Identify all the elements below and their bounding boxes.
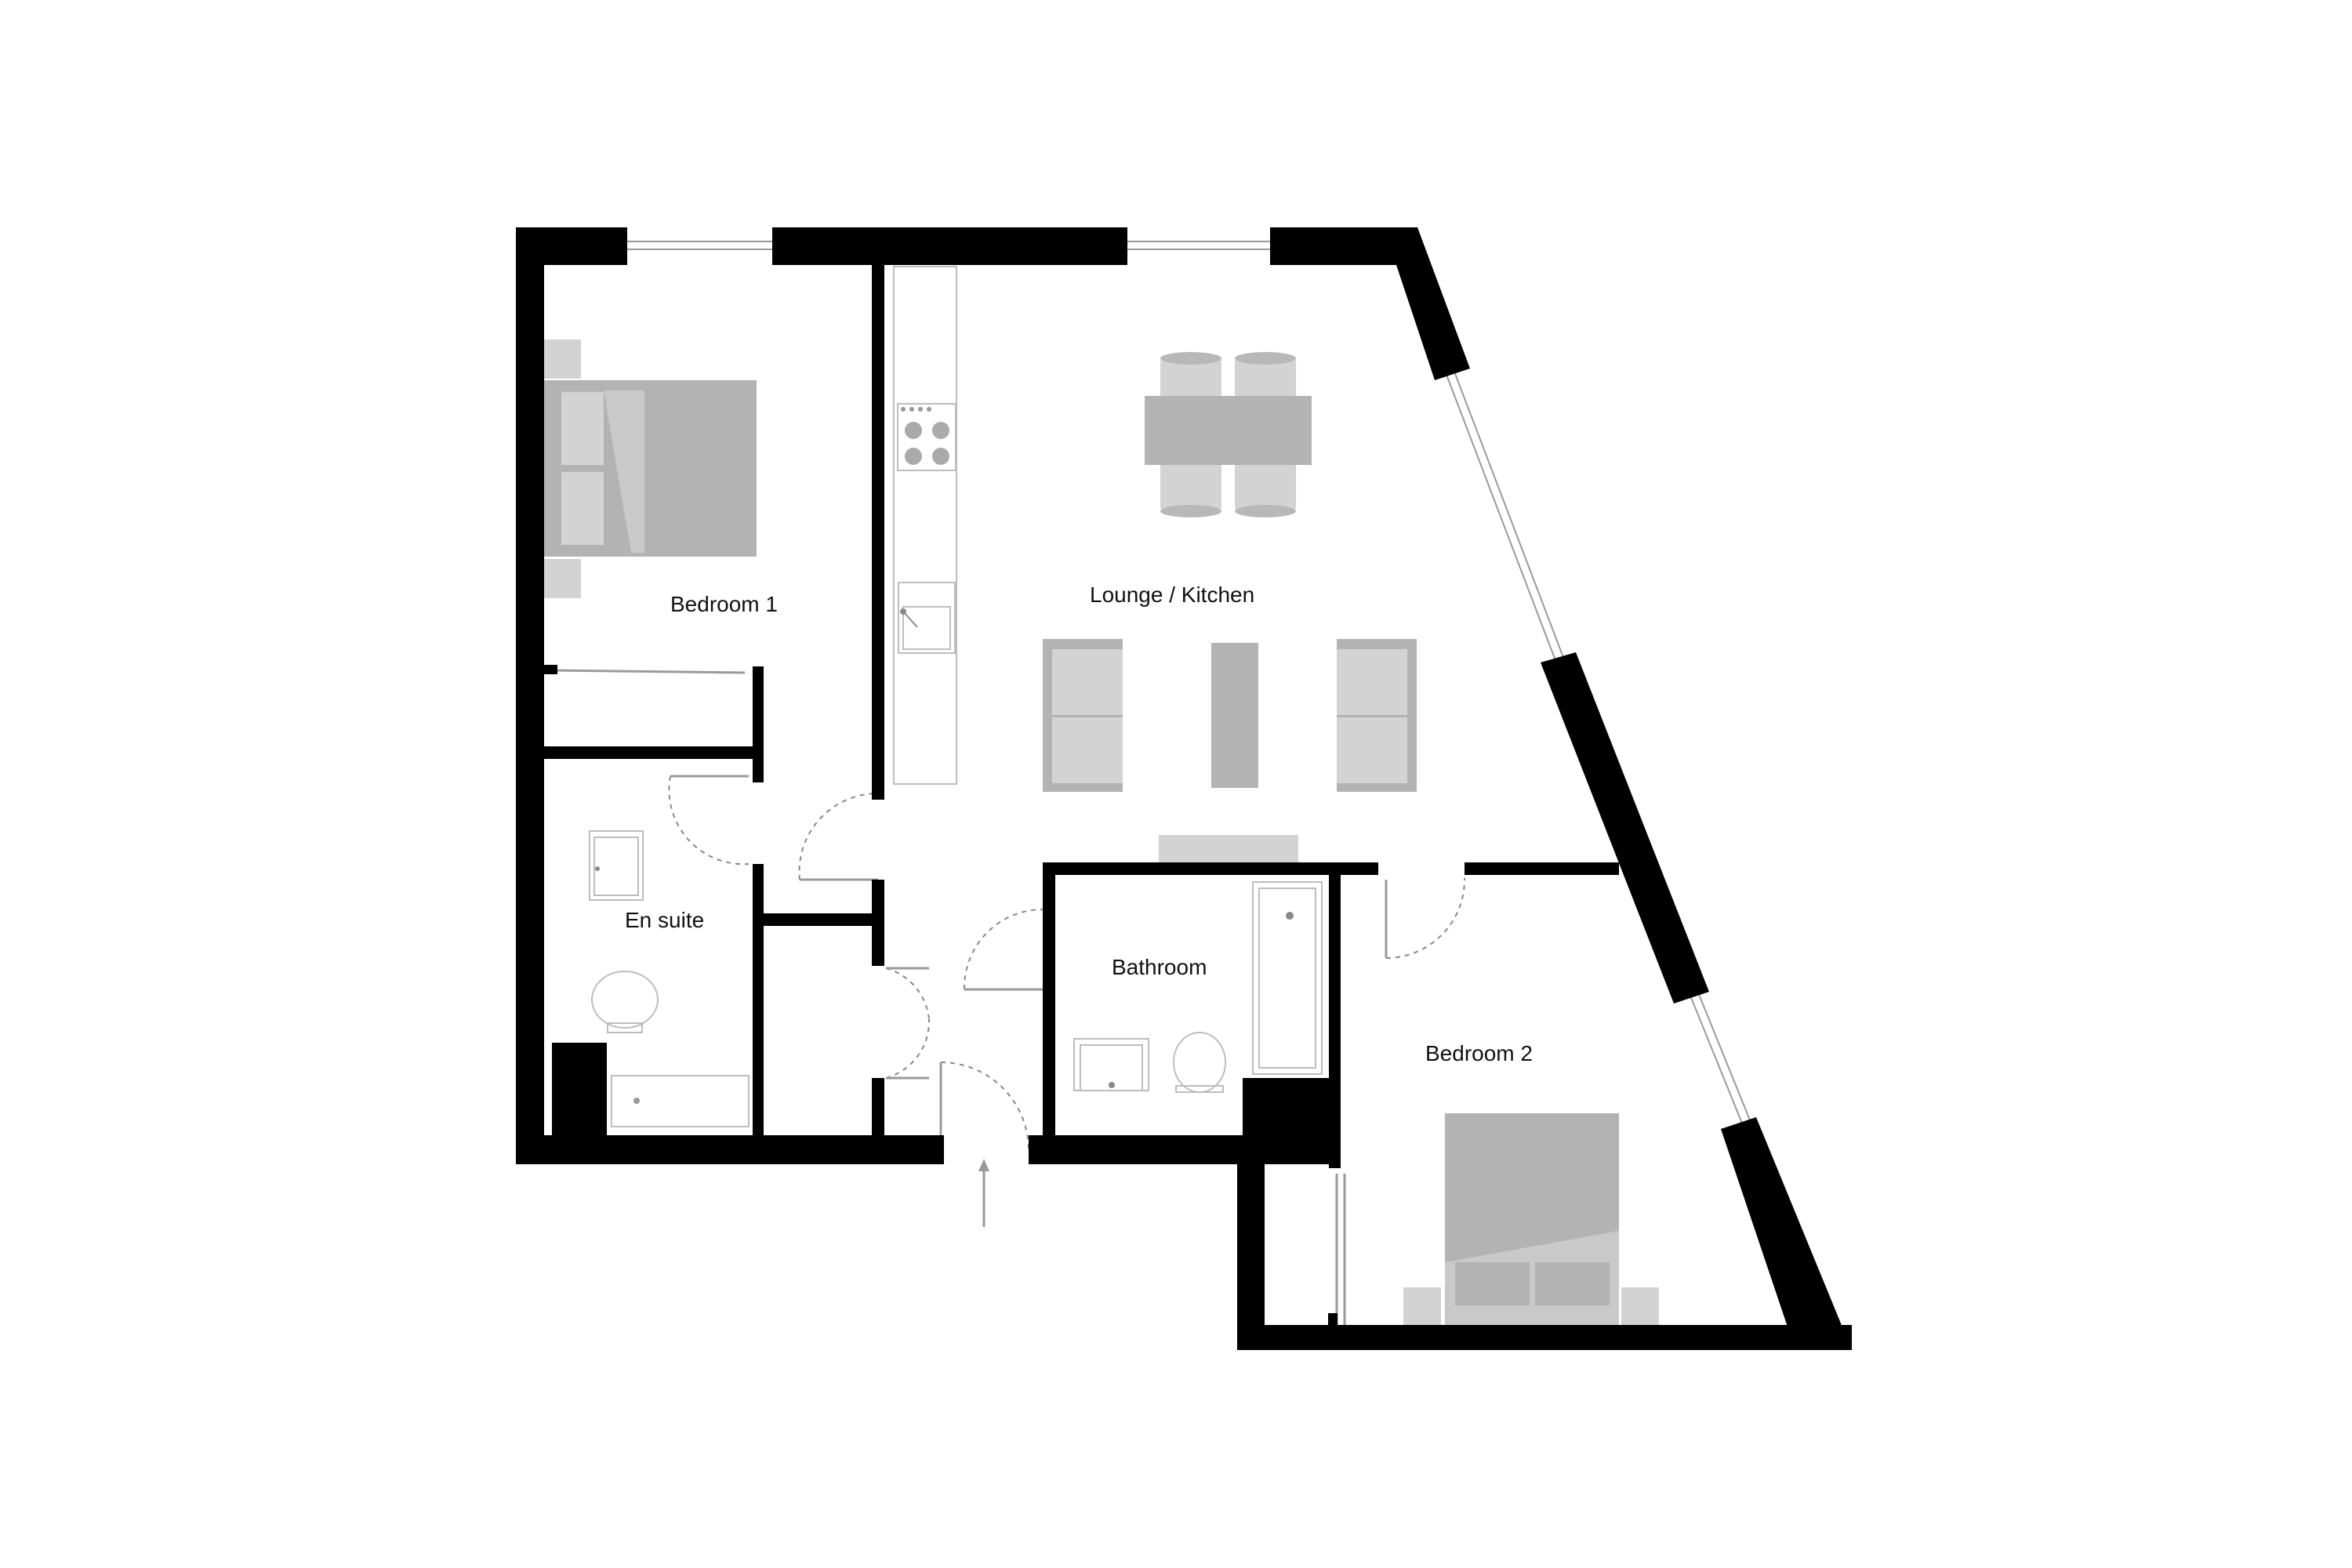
window-glazing <box>627 241 1753 1130</box>
door-swings <box>552 669 1466 1325</box>
furniture <box>543 266 1659 1327</box>
walls <box>516 227 1852 1350</box>
label-bedroom-1: Bedroom 1 <box>670 592 778 616</box>
label-bathroom: Bathroom <box>1112 955 1207 979</box>
label-lounge-kitchen: Lounge / Kitchen <box>1090 583 1254 607</box>
entrance-arrow-icon <box>978 1159 989 1227</box>
label-en-suite: En suite <box>625 908 704 932</box>
label-bedroom-2: Bedroom 2 <box>1425 1041 1533 1065</box>
